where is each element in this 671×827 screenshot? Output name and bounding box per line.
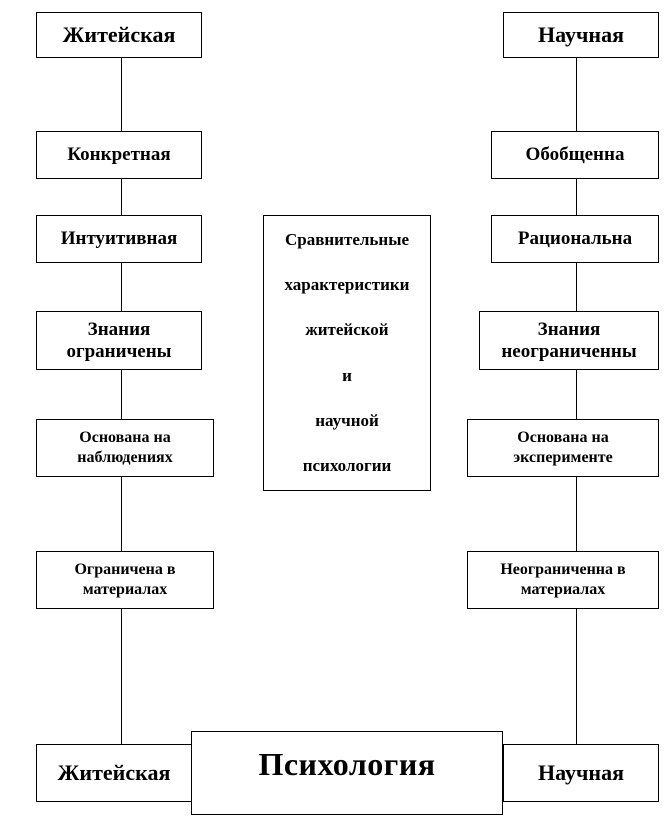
caption-line-2: характеристики: [284, 275, 410, 295]
right-item-2-label: Рациональна: [517, 228, 633, 249]
left-item-4-label: Основана на наблюдениях: [77, 429, 173, 466]
left-item-2: Интуитивная: [36, 215, 202, 263]
left-item-2-label: Интуитивная: [60, 228, 178, 249]
comparison-caption-box: Сравнительные характеристики житейской и…: [263, 215, 431, 491]
left-item-3-label: Знания ограничены: [66, 318, 172, 362]
right-item-1: Обобщенна: [491, 131, 659, 179]
caption-line-4: и: [342, 365, 352, 385]
left-item-5-label: Ограничена в материалах: [74, 561, 176, 598]
right-connector-line: [576, 58, 577, 744]
left-top-label: Житейская: [62, 22, 176, 47]
right-item-4: Основана на эксперименте: [467, 419, 659, 477]
left-top-box: Житейская: [36, 12, 202, 58]
left-item-1-label: Конкретная: [67, 144, 171, 165]
right-top-box: Научная: [503, 12, 659, 58]
right-item-4-label: Основана на эксперименте: [513, 429, 613, 466]
left-connector-line: [121, 58, 122, 744]
right-item-3-label: Знания неограниченны: [501, 318, 637, 362]
caption-line-1: Сравнительные: [284, 230, 410, 249]
right-item-5-label: Неограниченна в материалах: [500, 561, 626, 598]
left-item-1: Конкретная: [36, 131, 202, 179]
right-item-5: Неограниченна в материалах: [467, 551, 659, 609]
right-bottom-box: Научная: [503, 744, 659, 802]
root-psychology-box: Психология: [191, 731, 503, 815]
right-item-2: Рациональна: [491, 215, 659, 263]
right-bottom-label: Научная: [538, 760, 624, 785]
left-bottom-label: Житейская: [57, 760, 171, 785]
caption-line-5: научной: [315, 410, 379, 430]
root-label: Психология: [258, 746, 436, 782]
right-item-1-label: Обобщенна: [525, 144, 625, 165]
caption-line-6: психологии: [302, 455, 392, 475]
right-top-label: Научная: [538, 22, 624, 47]
right-item-3: Знания неограниченны: [479, 311, 659, 370]
left-item-3: Знания ограничены: [36, 311, 202, 370]
left-item-4: Основана на наблюдениях: [36, 419, 214, 477]
left-item-5: Ограничена в материалах: [36, 551, 214, 609]
caption-line-3: житейской: [305, 320, 389, 340]
left-bottom-box: Житейская: [36, 744, 192, 802]
